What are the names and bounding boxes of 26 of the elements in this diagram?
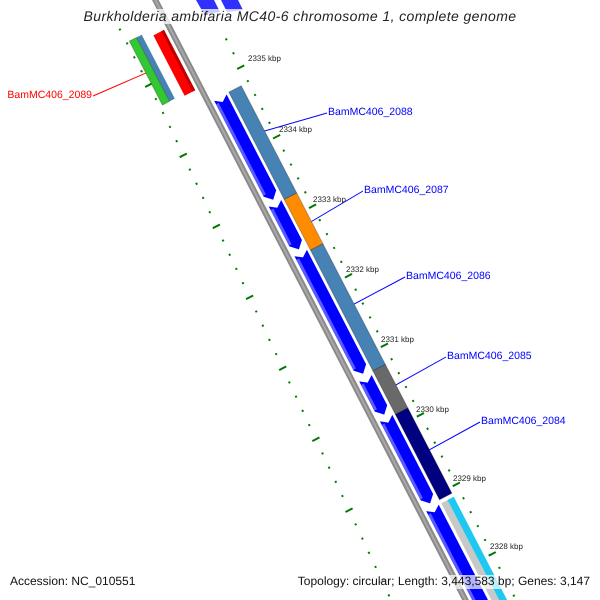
gene-label: BamMC406_2085	[447, 351, 532, 363]
scale-label: 2330 kbp	[416, 406, 449, 414]
leader-line	[354, 276, 406, 305]
gene-label: BamMC406_2087	[364, 185, 449, 197]
scale-label: 2333 kbp	[313, 196, 346, 204]
scale-label: 2335 kbp	[248, 54, 281, 64]
genome-info-text: Accession: NC_010551	[10, 575, 136, 589]
gene-label: BamMC406_2088	[328, 107, 413, 119]
leader-line	[428, 422, 480, 450]
leader-line	[92, 72, 146, 96]
scale-label: 2332 kbp	[346, 266, 379, 274]
gene-label: BamMC406_2089	[7, 90, 92, 102]
gene-label: BamMC406_2084	[481, 416, 566, 428]
genome-info-text: Topology: circular; Length: 3,443,583 bp; Genes: 3,147	[298, 575, 590, 589]
gene-segment	[394, 407, 453, 500]
scale-label: 2334 kbp	[279, 126, 312, 134]
gene-segment	[372, 364, 409, 416]
gene-segment	[128, 36, 170, 106]
scale-label: 2331 kbp	[381, 336, 414, 344]
gene-segment	[228, 85, 298, 200]
leader-line	[311, 190, 364, 222]
scale-label: 2328 kbp	[490, 542, 523, 552]
map-title: Burkholderia ambifaria MC40-6 chromosome 1, complete genome	[84, 9, 516, 24]
gene-label: BamMC406_2086	[406, 271, 491, 283]
leader-line	[264, 112, 328, 132]
leader-line	[395, 356, 446, 386]
